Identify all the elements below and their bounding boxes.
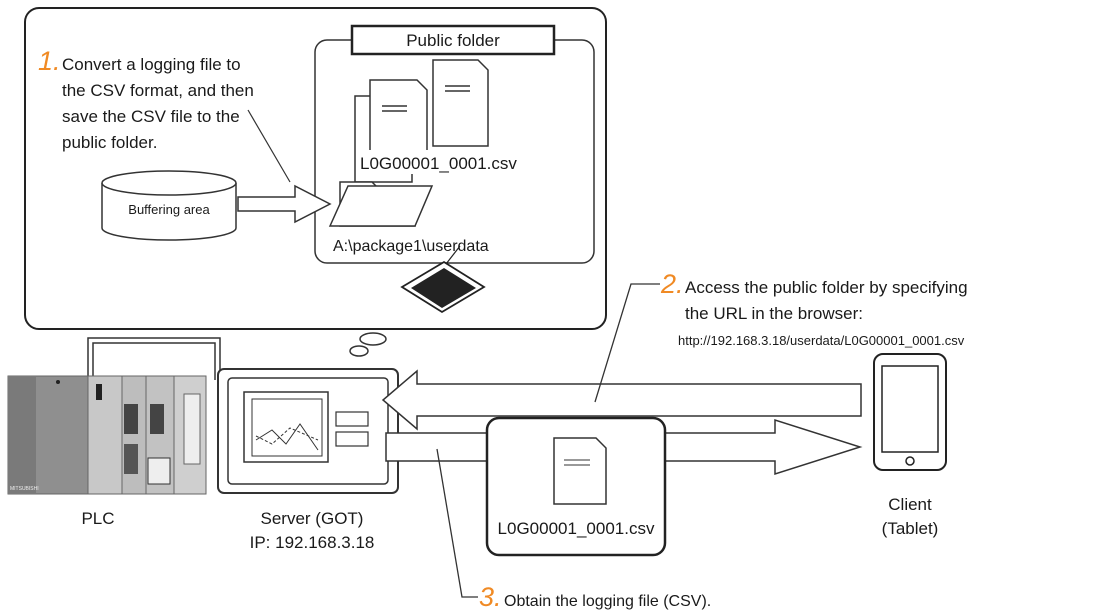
obtain-arrow bbox=[385, 418, 863, 476]
csv-filename-label: L0G00001_0001.csv bbox=[360, 154, 517, 173]
step3-number: 3. bbox=[479, 582, 502, 612]
buffering-area-label: Buffering area bbox=[128, 202, 210, 217]
access-arrow bbox=[381, 369, 862, 431]
folder-icon bbox=[328, 181, 434, 227]
step1-line-4: public folder. bbox=[62, 133, 157, 152]
transfer-filename: L0G00001_0001.csv bbox=[498, 519, 655, 538]
tablet-client-icon bbox=[873, 353, 947, 471]
step1-line-3: save the CSV file to the bbox=[62, 107, 240, 126]
plc-label: PLC bbox=[81, 509, 114, 528]
step2-url: http://192.168.3.18/userdata/L0G00001_00… bbox=[678, 333, 965, 348]
got-server-device bbox=[217, 368, 399, 494]
convert-arrow bbox=[237, 184, 332, 224]
buffering-area-cylinder: Buffering area bbox=[101, 170, 237, 241]
step1-line-2: the CSV format, and then bbox=[62, 81, 254, 100]
public-folder-label: Public folder bbox=[406, 31, 500, 50]
step3-leader-line bbox=[436, 448, 478, 598]
step2-line-1: Access the public folder by specifying bbox=[685, 278, 968, 297]
transfer-file-box bbox=[485, 416, 667, 557]
server-ip: IP: 192.168.3.18 bbox=[250, 533, 375, 552]
server-label: Server (GOT) bbox=[261, 509, 364, 528]
path-label: A:\package1\userdata bbox=[333, 238, 489, 255]
plc-unit: MITSUBISHI bbox=[7, 337, 221, 495]
step2-number: 2. bbox=[660, 269, 684, 299]
step2-leader-line bbox=[594, 283, 660, 403]
plc-brand: MITSUBISHI bbox=[10, 486, 39, 492]
public-folder-box: Public folder bbox=[314, 24, 595, 264]
sd-card-icon bbox=[400, 245, 486, 314]
client-label: Client bbox=[888, 495, 932, 514]
step3-text: Obtain the logging file (CSV). bbox=[504, 593, 711, 610]
step1-line-1: Convert a logging file to bbox=[62, 55, 241, 74]
client-sublabel: (Tablet) bbox=[882, 519, 939, 538]
step1-leader-line bbox=[247, 109, 291, 183]
step2-line-2: the URL in the browser: bbox=[685, 304, 863, 323]
step1-number: 1. bbox=[38, 46, 61, 76]
